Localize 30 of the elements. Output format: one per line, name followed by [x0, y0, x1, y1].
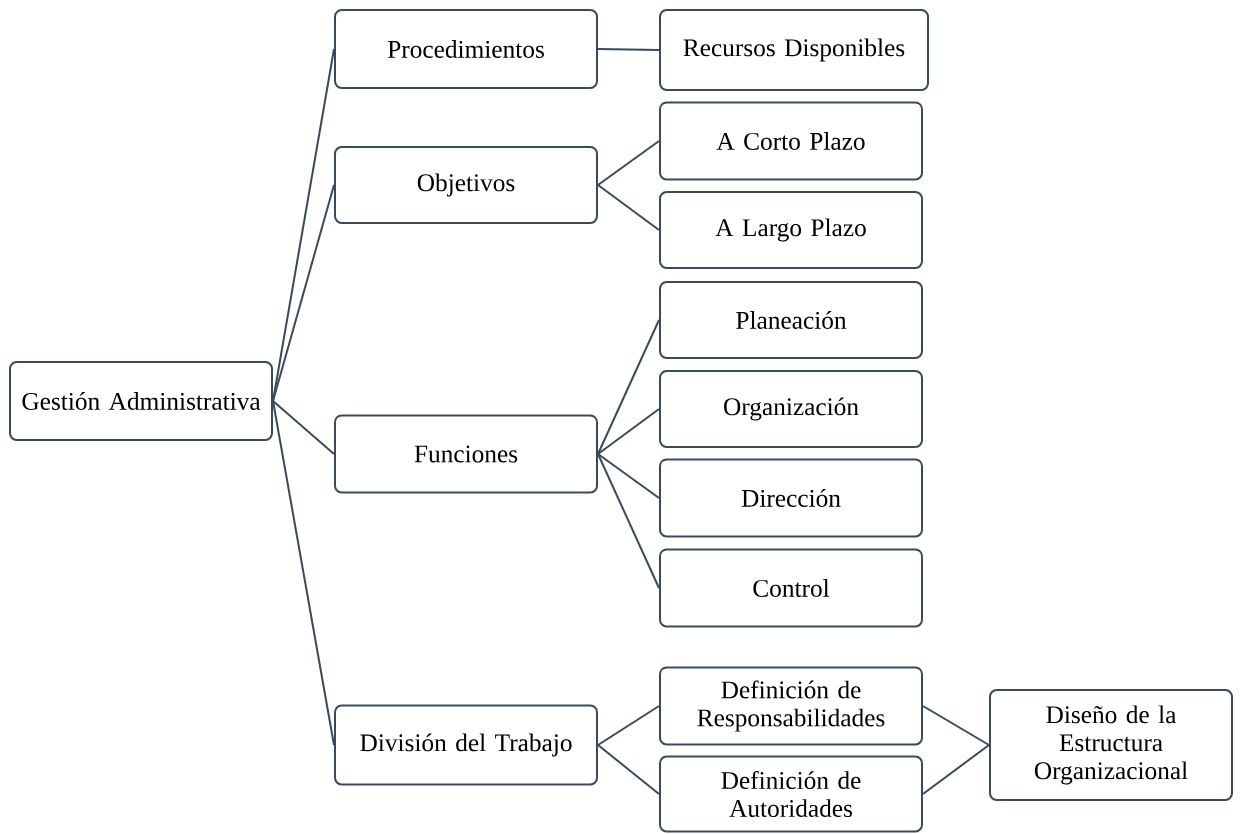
tree-box: Planeación: [659, 281, 923, 359]
connector-line: [597, 453, 660, 589]
connector-line: [272, 400, 335, 746]
tree-box: Objetivos: [334, 146, 598, 224]
tree-box: A Largo Plazo: [659, 191, 923, 269]
tree-box: Organización: [659, 370, 923, 448]
tree-box: Definición de Responsabilidades: [659, 666, 923, 746]
tree-box: Recursos Disponibles: [659, 9, 929, 91]
tree-box: Definición de Autoridades: [659, 755, 923, 833]
connector-line: [597, 705, 660, 746]
connector-line: [922, 705, 990, 746]
connector-line: [272, 48, 335, 402]
tree-box: División del Trabajo: [334, 704, 598, 786]
connector-line: [597, 453, 660, 499]
tree-box: Diseño de la Estructura Organizacional: [989, 689, 1233, 801]
tree-box: Dirección: [659, 458, 923, 538]
tree-box: Funciones: [334, 414, 598, 494]
tree-box: Procedimientos: [334, 9, 598, 89]
connector-line: [597, 319, 660, 455]
connector-line: [597, 744, 660, 795]
connector-line: [922, 744, 990, 795]
connector-line: [597, 140, 660, 186]
connector-line: [272, 184, 335, 402]
connector-line: [597, 184, 660, 231]
tree-box: Gestión Administrativa: [9, 361, 273, 441]
tree-box: A Corto Plazo: [659, 101, 923, 181]
connector-line: [272, 400, 335, 455]
connector-line: [597, 408, 660, 455]
tree-box: Control: [659, 548, 923, 628]
connector-line: [597, 48, 660, 51]
